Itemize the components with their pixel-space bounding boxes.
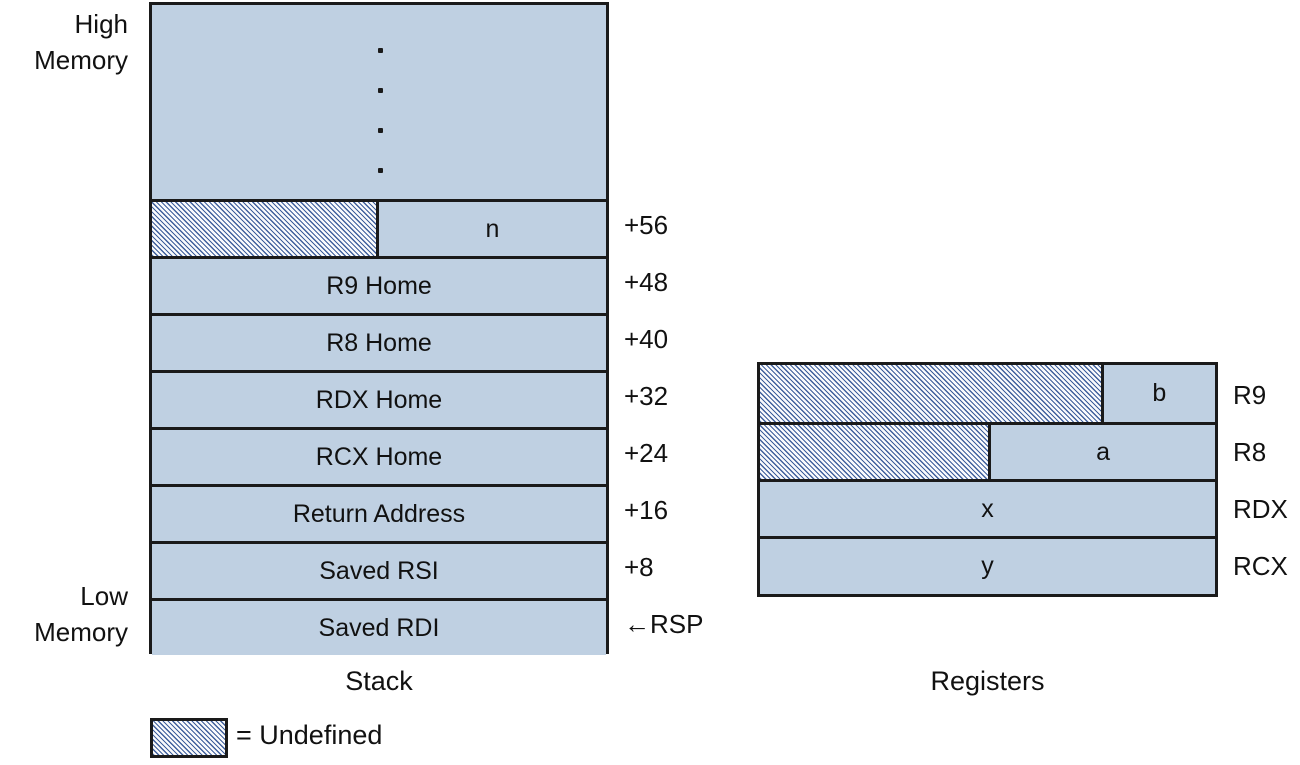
stack-row: Return Address (152, 484, 606, 541)
high-memory-label: High Memory (34, 9, 128, 75)
stack-offset-label: +48 (624, 267, 669, 297)
stack-row: RDX Home (152, 370, 606, 427)
undefined-region (152, 202, 379, 256)
register-row-label: a (1096, 437, 1111, 466)
registers-caption: Registers (930, 666, 1045, 696)
stack-pointer-label: ←RSP (624, 609, 704, 639)
register-row-label: x (981, 494, 994, 523)
register-name-label: RCX (1233, 551, 1288, 581)
stack-row: RCX Home (152, 427, 606, 484)
register-row: a (760, 422, 1215, 479)
stack-offset-label: +16 (624, 495, 669, 525)
register-name-label: RDX (1233, 494, 1288, 524)
stack-row-label: Return Address (292, 499, 466, 528)
stack-row-label: R8 Home (326, 328, 432, 357)
undefined-region (760, 365, 1104, 422)
stack-caption: Stack (345, 666, 413, 696)
undefined-region (760, 425, 992, 479)
register-cell-value: b (1104, 365, 1215, 422)
ellipsis-dot (378, 128, 383, 133)
register-row-label: b (1152, 379, 1167, 407)
stack-offset-label: +8 (624, 552, 654, 582)
register-name-label: R9 (1233, 380, 1267, 410)
stack-row: Saved RSI (152, 541, 606, 598)
ellipsis-dot (378, 88, 383, 93)
register-row: y (760, 536, 1215, 593)
stack-row-label: Saved RDI (318, 613, 440, 642)
ellipsis-dot (378, 48, 383, 53)
stack-row-label: RDX Home (315, 385, 443, 414)
stack-row: Saved RDI (152, 598, 606, 655)
stack-row-label: RCX Home (315, 442, 443, 471)
register-name-label: R8 (1233, 437, 1267, 467)
stack-row-label: n (485, 214, 500, 243)
stack-cell-value: n (379, 202, 606, 256)
stack-offset-label: +24 (624, 438, 669, 468)
low-memory-label: Low Memory (34, 581, 128, 647)
stack-offset-label: +32 (624, 381, 669, 411)
register-row: b (760, 365, 1215, 422)
stack-row: n (152, 199, 606, 256)
ellipsis-dot (378, 168, 383, 173)
registers-diagram: b a x y (757, 362, 1218, 597)
stack-unshown-region (152, 5, 606, 199)
stack-row: R9 Home (152, 256, 606, 313)
stack-row-label: R9 Home (326, 271, 432, 300)
legend-label: = Undefined (236, 720, 383, 750)
register-row: x (760, 479, 1215, 536)
stack-row: R8 Home (152, 313, 606, 370)
stack-offset-label: +56 (624, 210, 669, 240)
stack-offset-label: +40 (624, 324, 669, 354)
undefined-legend-swatch (150, 718, 228, 758)
stack-row-label: Saved RSI (319, 556, 439, 585)
register-row-label: y (981, 551, 994, 580)
register-cell-value: a (991, 425, 1215, 479)
stack-diagram: n R9 Home R8 Home RDX Home RCX Home Retu… (149, 2, 609, 655)
